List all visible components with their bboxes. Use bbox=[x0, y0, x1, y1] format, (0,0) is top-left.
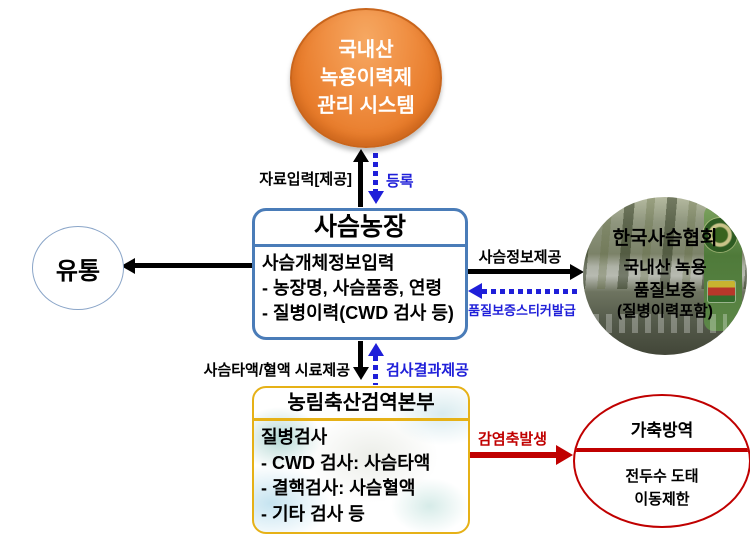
arrow-right-infection-icon bbox=[556, 445, 573, 465]
label-sample-supply: 사슴타액/혈액 시료제공 bbox=[203, 362, 350, 379]
dotted-arrow-up-result-icon bbox=[368, 343, 384, 356]
quarantine-item-2: - 결핵검사: 사슴혈액 bbox=[261, 478, 416, 498]
livestock-line2: 이동제한 bbox=[634, 491, 690, 508]
farm-body-title: 사슴개체정보입력 bbox=[262, 253, 395, 273]
arrow-down-sample-icon bbox=[353, 367, 369, 380]
dotted-arrow-down-shaft bbox=[373, 153, 378, 192]
farm-box-title: 사슴농장 bbox=[255, 211, 465, 247]
quarantine-item-1: - CWD 검사: 사슴타액 bbox=[261, 452, 431, 473]
farm-box: 사슴농장 사슴개체정보입력 - 농장명, 사슴품종, 연령 - 질병이력(CWD… bbox=[252, 208, 468, 340]
distribution-label: 유통 bbox=[55, 257, 101, 285]
quarantine-item-3: - 기타 검사 등 bbox=[261, 503, 365, 524]
arrow-up-register-icon bbox=[353, 149, 369, 162]
association-line3: 품질보증 bbox=[633, 281, 697, 300]
label-data-input: 자료입력[제공] bbox=[259, 171, 352, 188]
arrow-left-distribution-shaft bbox=[134, 263, 252, 268]
label-sticker-issue: 품질보증스티커발급 bbox=[468, 303, 576, 318]
livestock-title: 가축방역 bbox=[630, 421, 694, 440]
livestock-control-circle: 가축방역 전두수 도태 이동제한 bbox=[573, 394, 750, 528]
arrow-up-register-shaft bbox=[358, 161, 363, 207]
farm-item-1: - 농장명, 사슴품종, 연령 bbox=[262, 278, 443, 298]
quarantine-box: 농림축산검역본부 질병검사 - CWD 검사: 사슴타액 - 결핵검사: 사슴혈… bbox=[252, 386, 470, 534]
dotted-arrow-left-sticker-shaft bbox=[482, 288, 580, 294]
photo-caption-texture bbox=[592, 313, 728, 333]
arrow-down-sample-shaft bbox=[358, 341, 363, 368]
quarantine-box-title: 농림축산검역본부 bbox=[254, 388, 468, 421]
association-line2: 국내산 녹용 bbox=[623, 258, 707, 277]
arrow-left-distribution-icon bbox=[121, 258, 135, 274]
arrow-right-infection-shaft bbox=[468, 452, 558, 458]
label-infection: 감염축발생 bbox=[478, 431, 548, 448]
association-seal-icon bbox=[703, 217, 738, 252]
label-test-result: 검사결과제공 bbox=[386, 362, 469, 379]
association-line1: 한국사슴협회 bbox=[612, 228, 718, 249]
system-ellipse-line2: 녹용이력제 bbox=[320, 67, 412, 89]
label-register: 등록 bbox=[386, 173, 414, 190]
association-circle: 한국사슴협회 국내산 녹용 품질보증 (질병이력포함) bbox=[583, 197, 747, 355]
building-photo-texture bbox=[254, 388, 468, 532]
arrow-right-association-icon bbox=[570, 263, 584, 280]
arrow-right-association-shaft bbox=[468, 269, 572, 274]
label-deer-info: 사슴정보제공 bbox=[478, 249, 562, 266]
distribution-circle: 유통 bbox=[32, 226, 124, 310]
dotted-arrow-left-sticker-icon bbox=[468, 283, 482, 299]
livestock-line1: 전두수 도태 bbox=[625, 468, 699, 485]
dotted-arrow-down-icon bbox=[368, 191, 384, 204]
system-ellipse-line1: 국내산 bbox=[338, 39, 394, 61]
farm-item-2: - 질병이력(CWD 검사 등) bbox=[262, 303, 454, 323]
quality-sticker-icon bbox=[707, 280, 735, 302]
association-line4: (질병이력포함) bbox=[617, 303, 713, 320]
system-ellipse-line3: 관리 시스템 bbox=[317, 95, 415, 117]
livestock-divider bbox=[575, 448, 749, 452]
quarantine-body-title: 질병검사 bbox=[261, 427, 328, 447]
system-ellipse: 국내산 녹용이력제 관리 시스템 bbox=[290, 8, 442, 148]
dotted-arrow-up-result-shaft bbox=[373, 356, 378, 385]
